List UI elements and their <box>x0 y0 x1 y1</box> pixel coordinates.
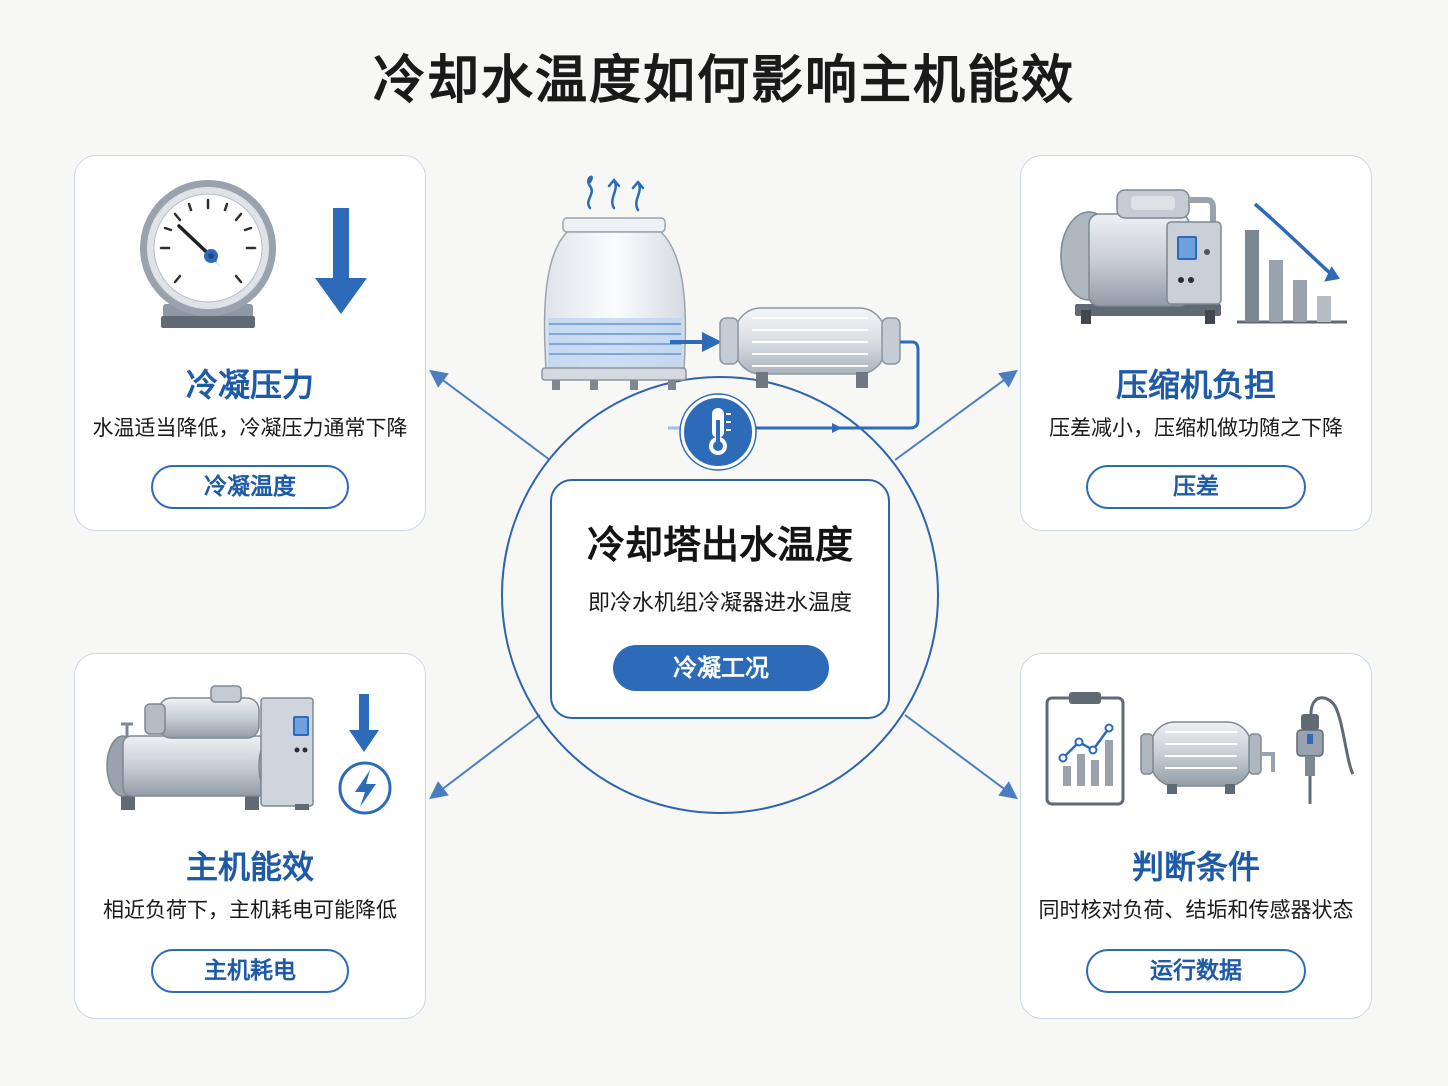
clipboard-chart-icon <box>1045 692 1125 806</box>
declining-bar-chart-icon <box>1237 202 1347 324</box>
card-tag: 运行数据 <box>1086 949 1306 993</box>
arrow-to-judgment-conditions <box>904 714 1018 800</box>
card-description: 水温适当降低，冷凝压力通常下降 <box>92 416 408 440</box>
card-description: 同时核对负荷、结垢和传感器状态 <box>1038 898 1354 922</box>
cooling-tower-icon <box>541 217 687 390</box>
card-judgment-conditions: 判断条件 同时核对负荷、结垢和传感器状态 运行数据 <box>1020 653 1372 1019</box>
card-tag: 主机耗电 <box>151 949 349 993</box>
center-tag: 冷凝工况 <box>613 645 829 691</box>
return-pipe <box>752 340 920 430</box>
arrow-to-chiller-efficiency <box>429 714 541 800</box>
card-tag: 压差 <box>1086 465 1306 509</box>
arrow-to-condensing-pressure <box>429 369 551 461</box>
down-arrow-icon <box>349 694 379 752</box>
card-description: 相近负荷下，主机耗电可能降低 <box>103 898 397 922</box>
card-tag: 冷凝温度 <box>151 465 349 509</box>
heat-exchanger-icon <box>1140 721 1275 794</box>
center-description: 即冷水机组冷凝器进水温度 <box>587 591 852 616</box>
arrow-to-compressor-load <box>894 369 1018 461</box>
hub-circle <box>501 376 939 814</box>
down-arrow-icon <box>315 208 367 314</box>
center-title: 冷却塔出水温度 <box>586 523 853 567</box>
thermometer-icon <box>679 393 757 471</box>
condenser-icon <box>719 307 901 388</box>
center-card-cooling-tower-outlet-temp: 冷却塔出水温度 即冷水机组冷凝器进水温度 冷凝工况 <box>550 479 890 719</box>
card-description: 压差减小，压缩机做功随之下降 <box>1049 416 1343 440</box>
card-title: 压缩机负担 <box>1115 366 1276 404</box>
card-title: 判断条件 <box>1131 848 1260 886</box>
lightning-icon <box>338 761 392 815</box>
card-condensing-pressure: 冷凝压力 水温适当降低，冷凝压力通常下降 冷凝温度 <box>74 155 426 531</box>
temperature-sensor-icon <box>1296 696 1355 804</box>
pressure-gauge-icon <box>140 180 276 328</box>
card-compressor-load: 压缩机负担 压差减小，压缩机做功随之下降 压差 <box>1020 155 1372 531</box>
compressor-icon <box>1060 189 1222 324</box>
card-title: 主机能效 <box>185 848 314 886</box>
page-title: 冷却水温度如何影响主机能效 <box>372 51 1075 111</box>
chiller-icon <box>106 685 314 810</box>
card-title: 冷凝压力 <box>185 366 314 404</box>
vapor-icon <box>587 175 645 212</box>
card-chiller-efficiency: 主机能效 相近负荷下，主机耗电可能降低 主机耗电 <box>74 653 426 1019</box>
